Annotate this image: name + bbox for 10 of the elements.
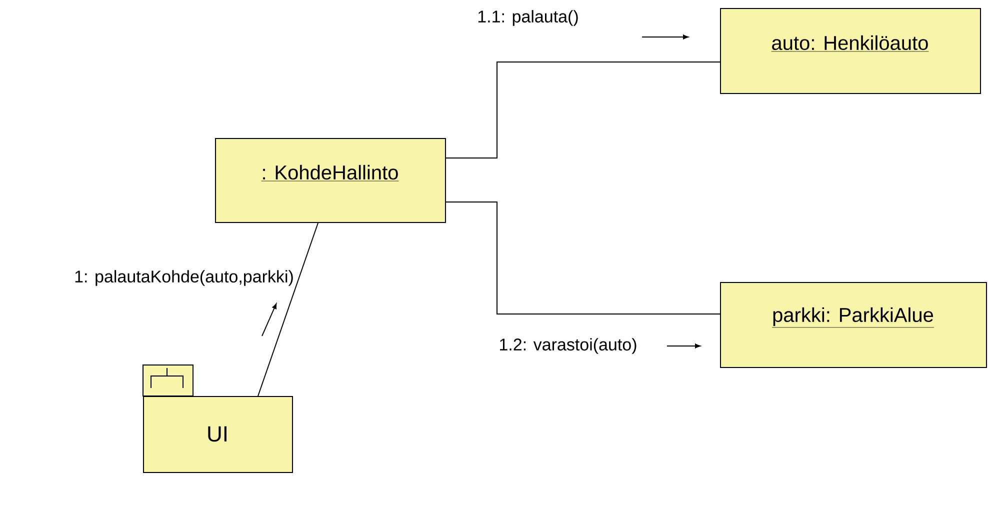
- connector-line: [446, 62, 720, 158]
- edge-label: 1: palautaKohde(auto,parkki): [73, 269, 295, 287]
- object-box: parkki: ParkkiAlue: [720, 282, 987, 368]
- edge-label: 1.2: varastoi(auto): [498, 337, 638, 355]
- object-box: auto: Henkilöauto: [720, 8, 981, 94]
- package-box: UI: [142, 364, 293, 473]
- connector-line: [446, 202, 720, 314]
- edge-label: 1.1: palauta(): [476, 9, 580, 27]
- connector-line: [258, 222, 318, 396]
- object-box: : KohdeHallinto: [215, 138, 446, 223]
